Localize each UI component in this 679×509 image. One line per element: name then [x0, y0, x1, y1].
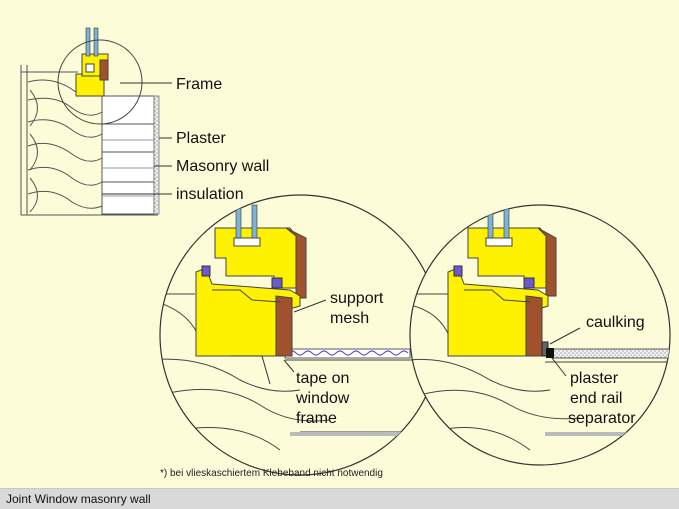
overview-section — [20, 27, 160, 216]
plaster-layer — [153, 95, 160, 215]
label-tape-on: tape on — [296, 370, 349, 387]
label-window: window — [295, 390, 350, 407]
caption-bar: Joint Window masonry wall — [0, 488, 679, 509]
label-plaster-end: plaster — [570, 370, 619, 387]
caption-text: Joint Window masonry wall — [6, 492, 151, 506]
label-plaster: Plaster — [176, 130, 226, 147]
label-frame: Frame — [176, 76, 222, 93]
label-mesh: mesh — [330, 310, 369, 327]
plaster-strip — [551, 348, 670, 359]
label-frame-tape: frame — [296, 410, 337, 427]
label-caulking: caulking — [586, 314, 645, 331]
label-separator: separator — [568, 410, 636, 427]
window-joint-diagram: Frame Plaster Masonry wall insulation — [20, 27, 671, 479]
end-rail-separator — [546, 348, 554, 358]
detail-circle-right — [409, 204, 671, 466]
insulation-curls — [27, 79, 103, 213]
zoom-circle-small — [57, 39, 143, 125]
support-mesh — [287, 350, 409, 356]
label-support: support — [330, 290, 384, 307]
label-masonry-wall: Masonry wall — [176, 158, 269, 175]
label-end-rail: end rail — [570, 390, 622, 407]
detail-circle-left — [159, 194, 441, 476]
footnote: *) bei vlieskaschiertem Klebeband nicht … — [160, 468, 383, 479]
label-insulation: insulation — [176, 186, 244, 203]
